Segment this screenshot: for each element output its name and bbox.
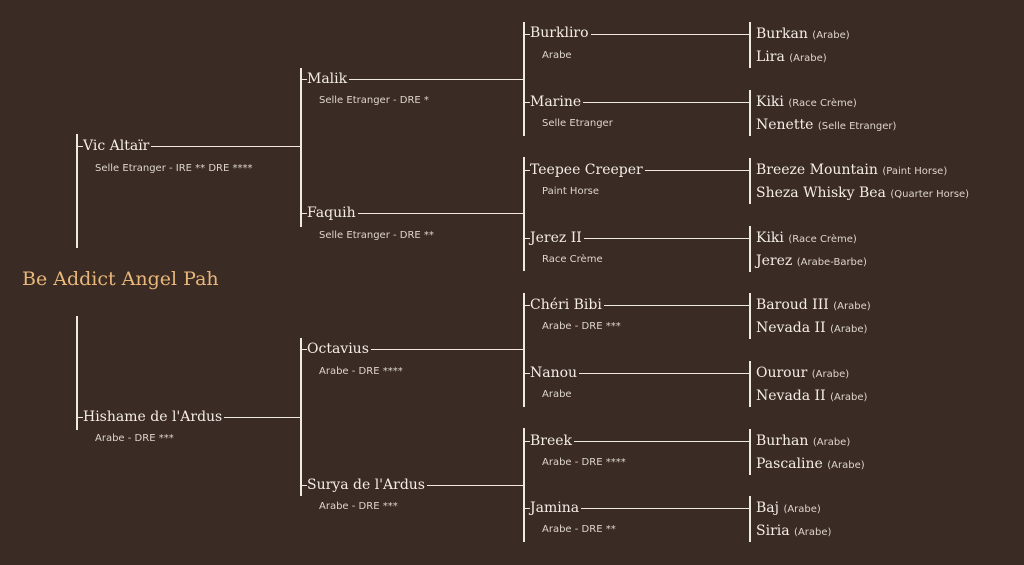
grandparent-breed: Selle Etranger - DRE * (319, 95, 429, 106)
gggp-bracket-3 (749, 158, 751, 204)
grandparent-breed: Selle Etranger - DRE ** (319, 230, 434, 241)
gg-grandparent: Nenette (Selle Etranger) (756, 116, 899, 136)
ggp-connector-7 (523, 441, 751, 442)
gggp-bracket-4 (749, 226, 751, 272)
gg-grandparent: Sheza Whisky Bea (Quarter Horse) (756, 184, 972, 204)
great-grandparent-name: Chéri Bibi (530, 296, 604, 314)
gg-grandparent: Pascaline (Arabe) (756, 455, 867, 475)
sire-bracket (76, 134, 78, 248)
gg-grandparent: Baj (Arabe) (756, 499, 823, 519)
gggp-bracket-6 (749, 361, 751, 407)
dam-bracket (76, 316, 78, 430)
grandparent-name: Octavius (307, 340, 371, 358)
gp-connector-2 (300, 213, 525, 214)
gp-connector-3 (300, 349, 525, 350)
ggp-bracket-1 (523, 22, 525, 136)
gggp-bracket-2 (749, 90, 751, 136)
great-grandparent-breed: Paint Horse (542, 186, 600, 197)
grandparent-name: Malik (307, 70, 350, 88)
great-grandparent-breed: Arabe - DRE *** (542, 321, 621, 332)
ggp-connector-1 (523, 34, 751, 35)
grandparent-name: Faquih (307, 204, 358, 222)
ggp-connector-8 (523, 508, 751, 509)
gg-grandparent: Lira (Arabe) (756, 48, 829, 68)
great-grandparent-breed: Arabe (542, 389, 572, 400)
dam-name: Hishame de l'Ardus (83, 408, 225, 426)
great-grandparent-name: Jamina (530, 499, 582, 517)
great-grandparent-breed: Arabe - DRE **** (542, 457, 626, 468)
ggp-bracket-2 (523, 157, 525, 271)
gg-grandparent: Nevada II (Arabe) (756, 387, 870, 407)
gg-grandparent: Breeze Mountain (Paint Horse) (756, 161, 950, 181)
gggp-bracket-8 (749, 496, 751, 542)
subject-name: Be Addict Angel Pah (22, 268, 219, 290)
gg-grandparent: Jerez (Arabe-Barbe) (756, 252, 869, 272)
great-grandparent-name: Jerez II (530, 229, 584, 247)
sire-breed: Selle Etranger - IRE ** DRE **** (95, 163, 253, 174)
grandparent-name: Surya de l'Ardus (307, 476, 427, 494)
gg-grandparent: Baroud III (Arabe) (756, 296, 873, 316)
sire-connector (76, 146, 302, 147)
ggp-connector-6 (523, 373, 751, 374)
ggp-bracket-4 (523, 428, 525, 542)
great-grandparent-name: Marine (530, 93, 584, 111)
great-grandparent-breed: Arabe - DRE ** (542, 524, 616, 535)
grandparents-bracket-1 (300, 68, 302, 227)
gggp-bracket-1 (749, 22, 751, 68)
sire-name: Vic Altaïr (83, 137, 152, 155)
great-grandparent-breed: Arabe (542, 50, 572, 61)
great-grandparent-name: Breek (530, 432, 575, 450)
grandparent-breed: Arabe - DRE *** (319, 501, 398, 512)
dam-breed: Arabe - DRE *** (95, 433, 174, 444)
grandparent-breed: Arabe - DRE **** (319, 366, 403, 377)
great-grandparent-name: Burkliro (530, 24, 591, 42)
ggp-connector-5 (523, 305, 751, 306)
gg-grandparent: Ourour (Arabe) (756, 364, 852, 384)
gg-grandparent: Siria (Arabe) (756, 522, 834, 542)
gg-grandparent: Burkan (Arabe) (756, 25, 852, 45)
ggp-connector-2 (523, 102, 751, 103)
great-grandparent-name: Teepee Creeper (530, 161, 645, 179)
gg-grandparent: Burhan (Arabe) (756, 432, 853, 452)
gp-connector-1 (300, 79, 525, 80)
great-grandparent-breed: Selle Etranger (542, 118, 613, 129)
gggp-bracket-7 (749, 429, 751, 475)
ggp-connector-4 (523, 238, 751, 239)
gg-grandparent: Nevada II (Arabe) (756, 319, 870, 339)
great-grandparent-name: Nanou (530, 364, 580, 382)
gg-grandparent: Kiki (Race Crème) (756, 229, 859, 249)
gggp-bracket-5 (749, 293, 751, 339)
gg-grandparent: Kiki (Race Crème) (756, 93, 859, 113)
great-grandparent-breed: Race Crème (542, 254, 603, 265)
grandparents-bracket-2 (300, 338, 302, 496)
ggp-bracket-3 (523, 293, 525, 407)
